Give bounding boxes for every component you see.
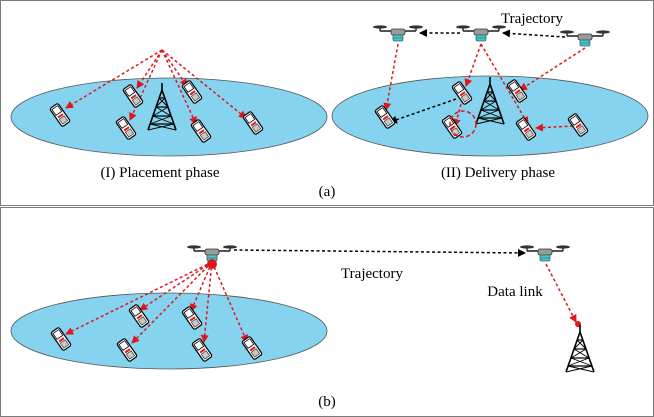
coverage-area-delivery (331, 75, 649, 157)
trajectory-label-a: Trajectory (501, 11, 563, 27)
trajectory-label-b: Trajectory (341, 266, 403, 282)
d2d-link (389, 98, 457, 124)
drone-icon (519, 244, 571, 262)
delivery-phase-label: (II) Delivery phase (441, 165, 555, 181)
uav-trajectory-b (233, 248, 526, 257)
uav-trajectory (419, 29, 566, 38)
delivery-links (383, 43, 586, 132)
uav-transmitter (207, 259, 217, 269)
uav-broadcast-links (65, 261, 248, 344)
cell-tower-icon (565, 324, 595, 373)
panel-a-caption: (a) (319, 184, 336, 200)
data-link-label: Data link (487, 284, 543, 300)
panel-b-caption: (b) (318, 394, 336, 410)
drone-icon (372, 24, 424, 42)
cache-circle-icon (449, 110, 477, 138)
drone-icon (559, 29, 611, 47)
drone-icon (186, 244, 238, 262)
placement-links (65, 49, 247, 125)
placement-phase-label: (I) Placement phase (100, 165, 219, 181)
data-link (545, 263, 577, 323)
drone-icon (455, 24, 507, 42)
